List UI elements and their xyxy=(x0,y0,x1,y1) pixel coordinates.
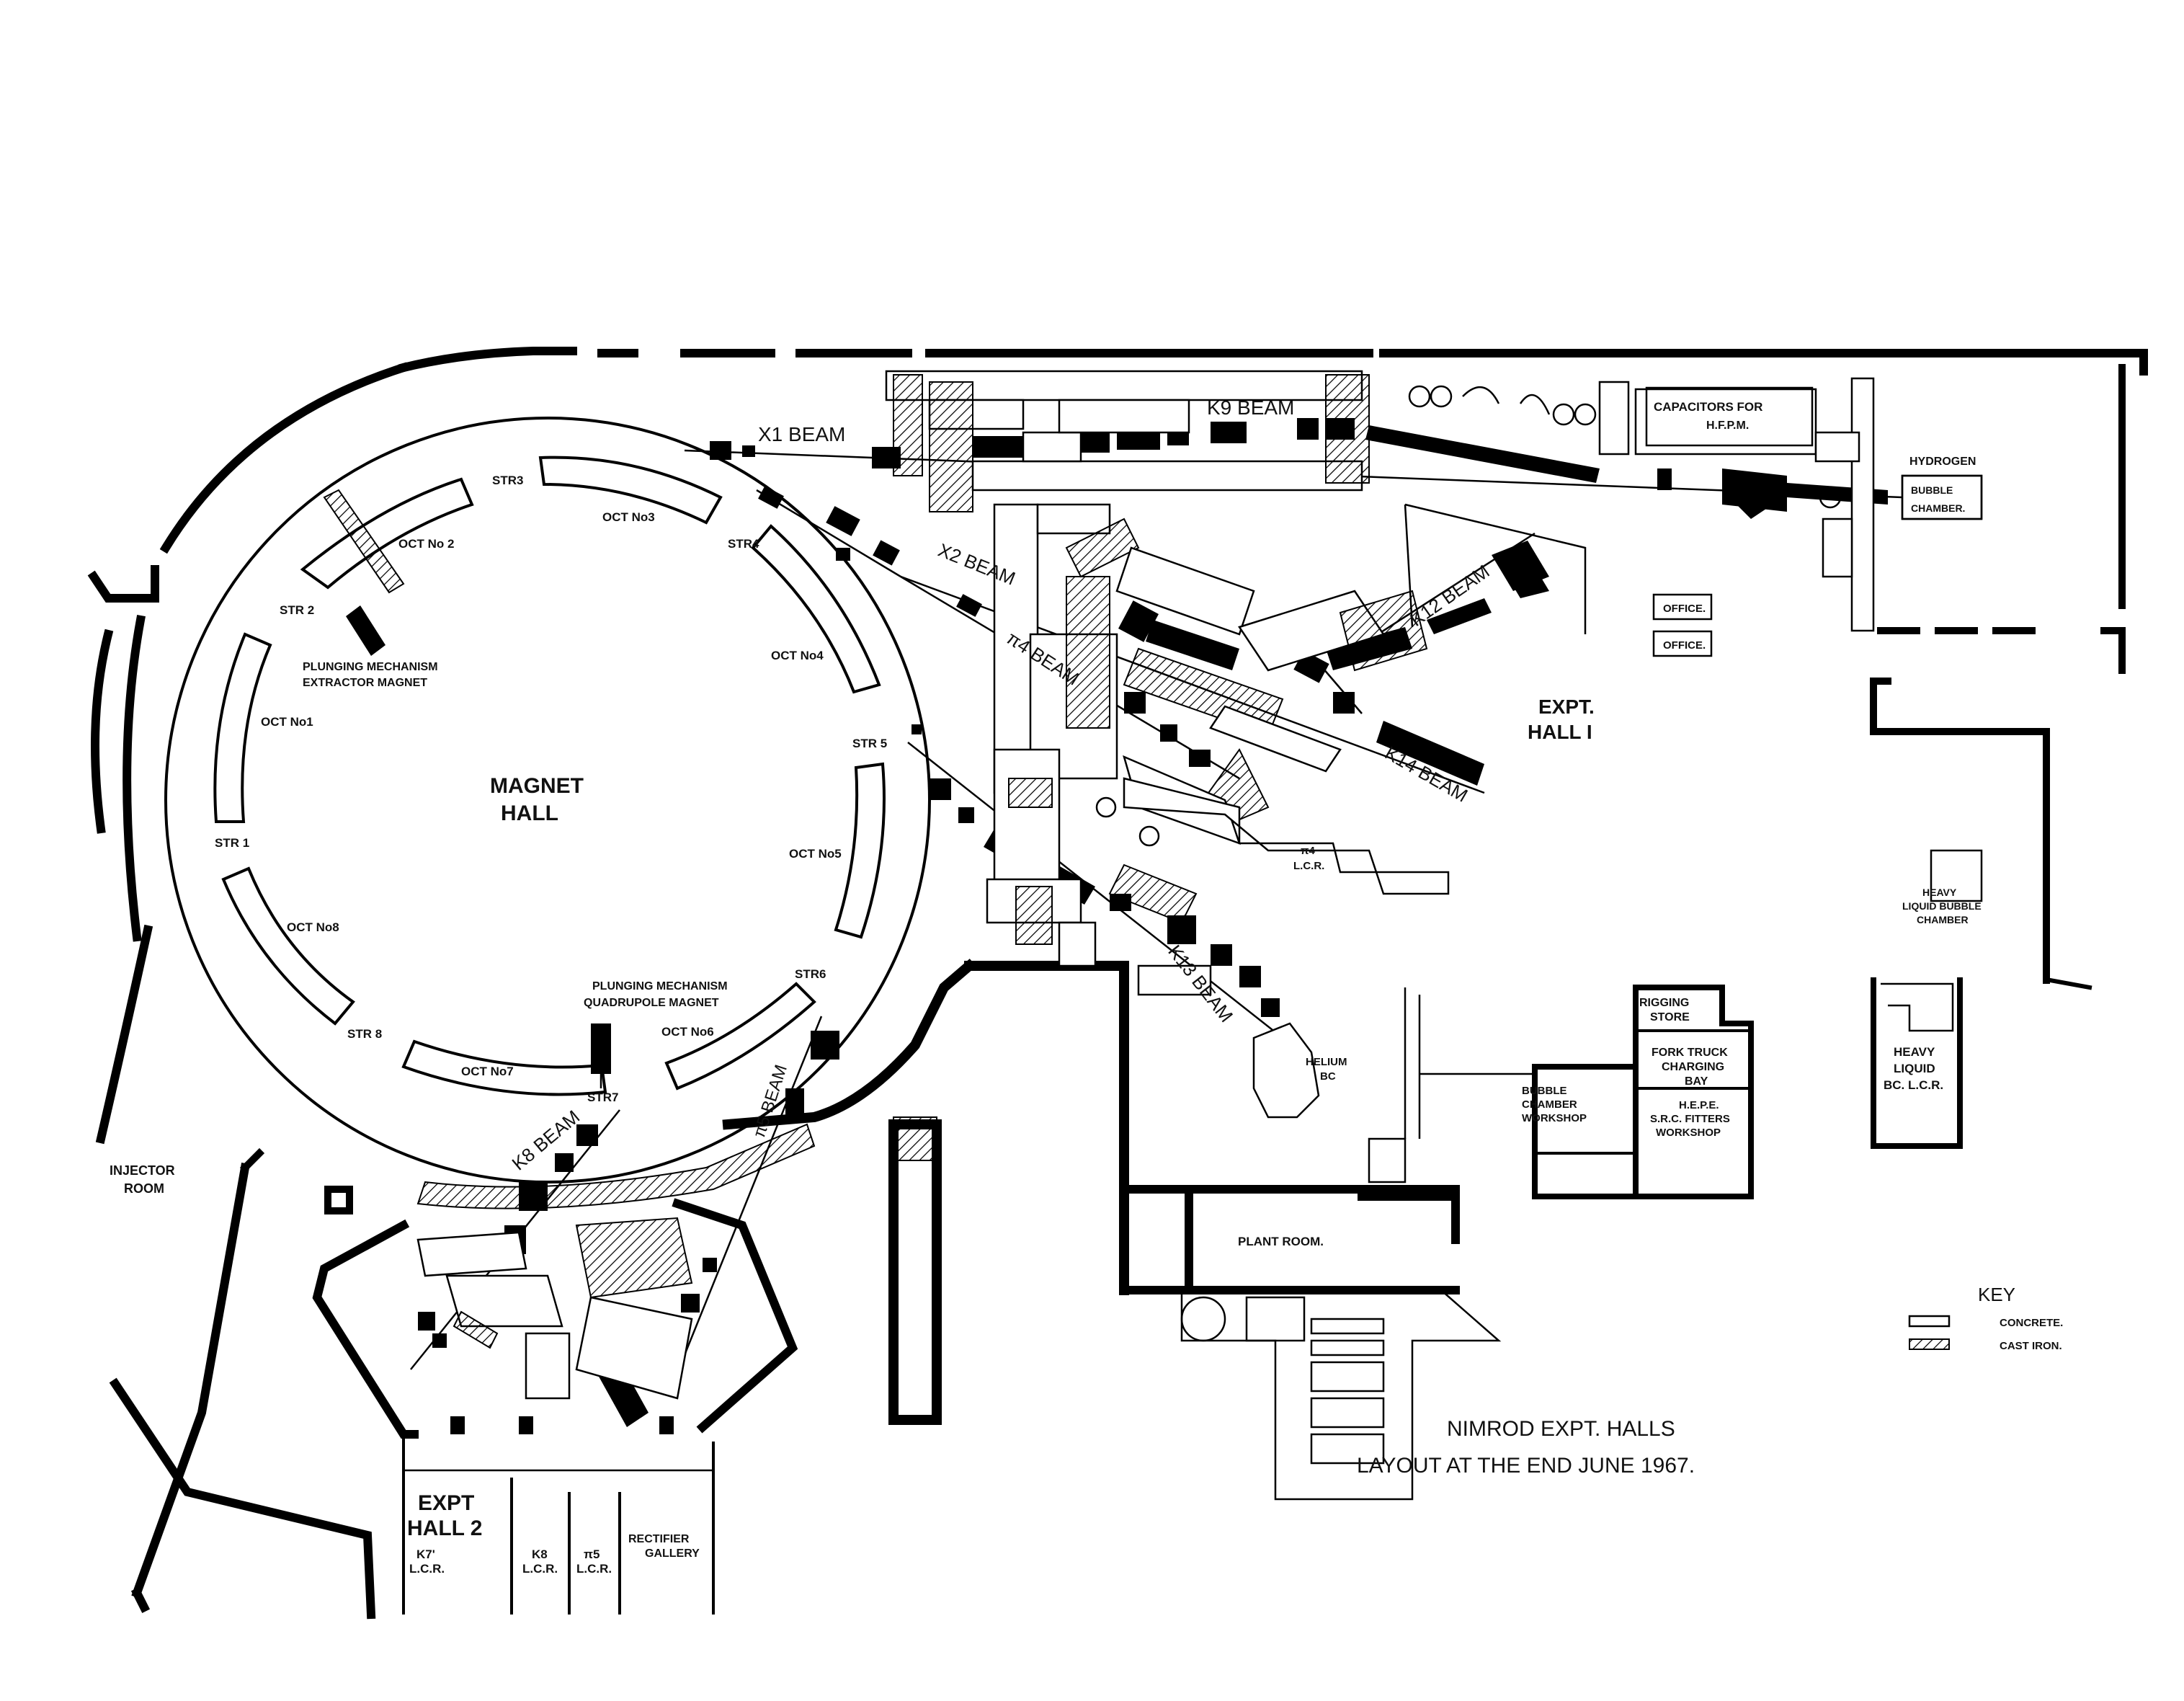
x1-beam-label: X1 BEAM xyxy=(758,423,845,445)
magnet-hall-label-1: MAGNET xyxy=(490,774,584,798)
capacitors-label-1: CAPACITORS FOR xyxy=(1654,400,1762,414)
bubble-chamber-label-2: CHAMBER. xyxy=(1911,502,1965,514)
plan-title-line-2: LAYOUT AT THE END JUNE 1967. xyxy=(1357,1454,1695,1478)
oct5-label: OCT No5 xyxy=(789,847,842,861)
quadrupole-label-1: PLUNGING MECHANISM xyxy=(592,980,728,992)
office-1-label: OFFICE. xyxy=(1663,603,1706,615)
fork-truck-label-3: BAY xyxy=(1685,1075,1708,1088)
k7-lcr-label-2: L.C.R. xyxy=(409,1562,445,1576)
expt-hall-2-label-2: HALL 2 xyxy=(407,1516,482,1540)
heavy-liquid-lcr-label-1: HEAVY xyxy=(1894,1045,1935,1059)
k7-lcr-label-1: K7' xyxy=(416,1547,435,1561)
heavy-liquid-lcr-label-3: BC. L.C.R. xyxy=(1884,1078,1943,1092)
quadrupole-label-2: QUADRUPOLE MAGNET xyxy=(584,997,719,1009)
key-concrete-label: CONCRETE. xyxy=(2000,1317,2063,1329)
shielding-blocks xyxy=(402,370,1983,1615)
oct2-label: OCT No 2 xyxy=(398,537,454,551)
expt-hall-2-label-1: EXPT xyxy=(418,1491,474,1515)
injector-room-label-2: ROOM xyxy=(124,1181,164,1196)
extractor-label-2: EXTRACTOR MAGNET xyxy=(303,677,427,689)
oct6-label: OCT No6 xyxy=(661,1025,714,1039)
str8-label: STR 8 xyxy=(347,1027,382,1041)
oct4-label: OCT No4 xyxy=(771,649,824,662)
str4-label: STR4 xyxy=(728,537,759,551)
hepe-workshop-label-1: H.E.P.E. xyxy=(1679,1099,1719,1111)
str7-label: STR7 xyxy=(587,1091,618,1104)
rectifier-gallery-label-1: RECTIFIER xyxy=(628,1533,690,1545)
pi5-lcr-label-2: L.C.R. xyxy=(576,1562,612,1576)
bc-workshop-label-2: CHAMBER xyxy=(1522,1098,1577,1111)
key-heading: KEY xyxy=(1978,1284,2015,1305)
oct8-label: OCT No8 xyxy=(287,920,339,934)
pi5-beam-label: π5 BEAM xyxy=(749,1062,791,1140)
bubble-chamber-label-1: BUBBLE xyxy=(1911,484,1953,496)
key-concrete-swatch xyxy=(1908,1315,1951,1328)
str2-label: STR 2 xyxy=(280,603,314,617)
key-cast-iron-swatch xyxy=(1909,1338,1950,1350)
bc-workshop-label-3: WORKSHOP xyxy=(1522,1112,1587,1124)
str3-label: STR3 xyxy=(492,474,523,487)
heavy-liquid-bc-label-2: LIQUID BUBBLE xyxy=(1902,900,1982,912)
rigging-store-label-2: STORE xyxy=(1650,1011,1690,1023)
extractor-label-1: PLUNGING MECHANISM xyxy=(303,661,438,673)
expt-hall-1-label-2: HALL I xyxy=(1528,721,1592,743)
str1-label: STR 1 xyxy=(215,836,249,850)
heavy-liquid-bc-label-1: HEAVY xyxy=(1922,887,1957,898)
rectifier-gallery-label-2: GALLERY xyxy=(645,1547,700,1560)
heavy-liquid-bc-label-3: CHAMBER xyxy=(1917,914,1969,925)
oct3-label: OCT No3 xyxy=(602,510,655,524)
k8-lcr-label-1: K8 xyxy=(532,1547,548,1561)
office-2-label: OFFICE. xyxy=(1663,639,1706,652)
key-cast-iron-label: CAST IRON. xyxy=(2000,1340,2062,1352)
k9-beam-label: K9 BEAM xyxy=(1207,396,1294,419)
pi4-lcr-label-1: π4 xyxy=(1301,845,1315,857)
hydrogen-label: HYDROGEN xyxy=(1909,456,1976,468)
k8-lcr-label-2: L.C.R. xyxy=(522,1562,558,1576)
heavy-liquid-lcr-label-2: LIQUID xyxy=(1894,1062,1935,1075)
helium-bc-label-2: BC xyxy=(1320,1070,1336,1083)
key-legend xyxy=(1908,1315,1951,1350)
oct7-label: OCT No7 xyxy=(461,1065,514,1078)
helium-bc-label-1: HELIUM xyxy=(1306,1056,1347,1068)
bc-workshop-label-1: BUBBLE xyxy=(1522,1085,1567,1097)
str6-label: STR6 xyxy=(795,967,826,981)
oct1-label: OCT No1 xyxy=(261,715,313,729)
expt-hall-1-label-1: EXPT. xyxy=(1538,696,1595,718)
rigging-store-label-1: RIGGING xyxy=(1639,997,1689,1009)
magnet-ring xyxy=(164,417,931,1183)
magnet-hall-label-2: HALL xyxy=(501,801,558,825)
str5-label: STR 5 xyxy=(852,737,887,750)
pi5-lcr-label-1: π5 xyxy=(584,1547,600,1561)
plan-title-line-1: NIMROD EXPT. HALLS xyxy=(1447,1417,1675,1441)
pi4-lcr-label-2: L.C.R. xyxy=(1293,860,1324,872)
plant-room-label: PLANT ROOM. xyxy=(1238,1235,1324,1248)
injector-room-label-1: INJECTOR xyxy=(110,1163,175,1178)
outer-walls xyxy=(87,347,2148,1620)
hepe-workshop-label-2: S.R.C. FITTERS xyxy=(1650,1113,1730,1125)
fork-truck-label-2: CHARGING xyxy=(1662,1061,1724,1073)
fork-truck-label-1: FORK TRUCK xyxy=(1652,1047,1728,1059)
hepe-workshop-label-3: WORKSHOP xyxy=(1656,1127,1721,1139)
capacitors-label-2: H.F.P.M. xyxy=(1706,419,1749,432)
